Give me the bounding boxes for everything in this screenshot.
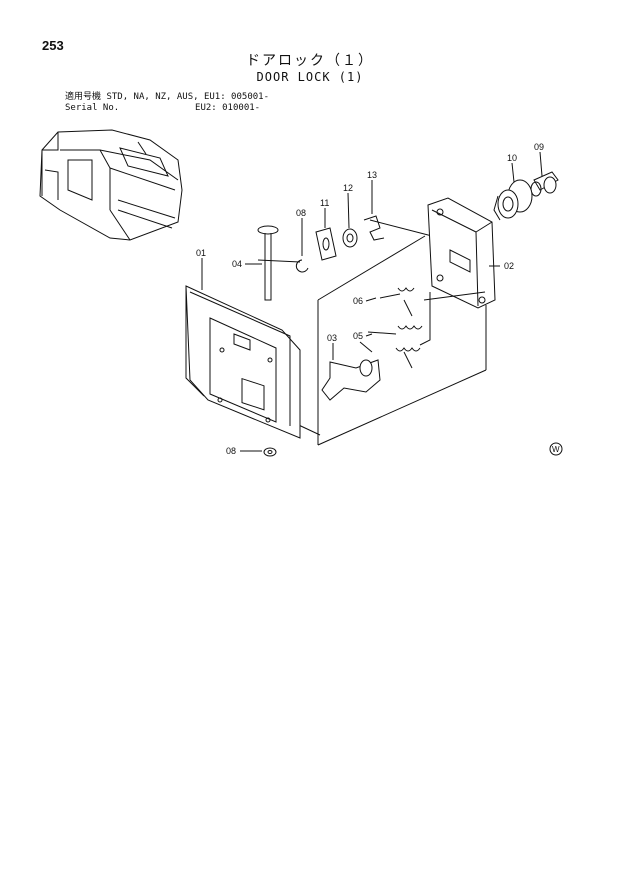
part-12-washer [342, 228, 358, 248]
callout-labels: 01 02 03 04 05 06 08 08 09 10 11 12 13 [196, 142, 544, 456]
part-06-spring [379, 287, 415, 317]
callout-10: 10 [507, 153, 517, 163]
part-02-bracket [419, 197, 496, 346]
part-11-spacer [315, 227, 337, 261]
callout-11: 11 [320, 198, 329, 208]
applicability-models-1: STD, NA, NZ, AUS, EU1: 005001- [106, 92, 269, 102]
part-01-lock-plate [185, 285, 301, 439]
part-08-clip-upper [295, 259, 309, 273]
part-04-pin [257, 225, 279, 301]
part-13-clip [363, 215, 385, 241]
excavator-location-thumbnail [39, 129, 183, 241]
page-title-japanese: ドアロック（１） [246, 52, 374, 68]
w-mark: W [549, 442, 563, 456]
part-08-nut-lower [263, 447, 277, 457]
applicability-block: 適用号機 STD, NA, NZ, AUS, EU1: 005001- Seri… [65, 92, 269, 114]
callout-08-lower: 08 [226, 446, 236, 456]
applicability-label-jp: 適用号機 [65, 92, 102, 102]
page-title-english: DOOR LOCK (1) [256, 70, 364, 84]
callout-04: 04 [232, 259, 242, 269]
part-05-spring [367, 325, 423, 369]
applicability-row-2: Serial No. EU2: 010001- [65, 103, 269, 114]
callout-05: 05 [353, 331, 363, 341]
callout-01: 01 [196, 248, 206, 258]
callout-13: 13 [367, 170, 377, 180]
part-09-key-cylinder [530, 171, 559, 197]
part-10-lock-body [493, 179, 533, 221]
applicability-label-en: Serial No. [65, 103, 120, 113]
callout-08-upper: 08 [296, 208, 306, 218]
callout-09: 09 [534, 142, 544, 152]
part-03-latch [321, 341, 381, 401]
applicability-row-1: 適用号機 STD, NA, NZ, AUS, EU1: 005001- [65, 92, 269, 103]
w-mark-letter: W [552, 445, 560, 454]
page-number: 253 [42, 38, 64, 53]
applicability-models-2: EU2: 010001- [195, 103, 261, 113]
callout-02: 02 [504, 261, 514, 271]
callout-12: 12 [343, 183, 353, 193]
callout-06: 06 [353, 296, 363, 306]
leader-lines [201, 151, 543, 452]
callout-03: 03 [327, 333, 337, 343]
